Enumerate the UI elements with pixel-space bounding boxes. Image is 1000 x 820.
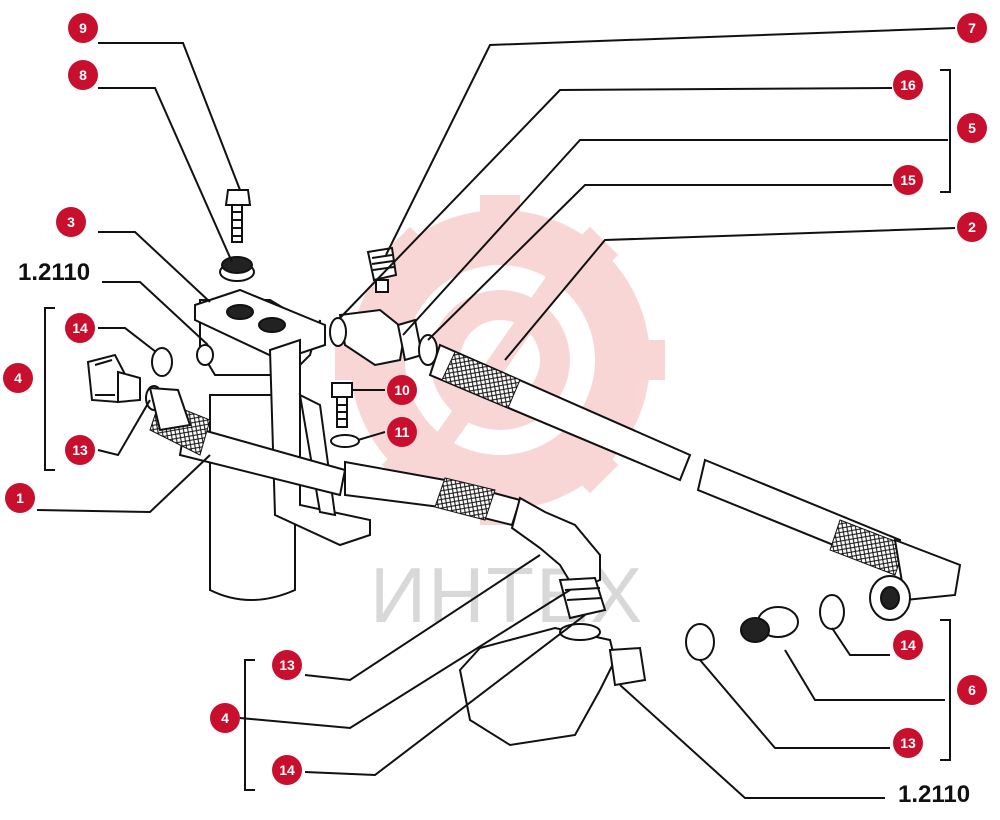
callout-14-right: 14 <box>893 630 923 660</box>
svg-text:4: 4 <box>14 370 22 386</box>
svg-text:11: 11 <box>395 424 410 440</box>
callout-5: 5 <box>957 113 987 143</box>
bolt-10 <box>331 382 353 428</box>
callout-4-left: 4 <box>3 363 33 393</box>
callout-13-bottom: 13 <box>272 650 302 680</box>
svg-text:7: 7 <box>968 20 976 36</box>
bolt-9 <box>224 189 252 243</box>
callout-6: 6 <box>957 675 987 705</box>
hose-2 <box>428 343 962 621</box>
leader-lines <box>36 27 956 799</box>
svg-text:14: 14 <box>279 762 295 778</box>
svg-text:13: 13 <box>72 442 88 458</box>
fitting-left-4 <box>86 347 192 432</box>
callout-11: 11 <box>387 417 417 447</box>
svg-text:6: 6 <box>968 682 976 698</box>
svg-text:8: 8 <box>79 67 87 83</box>
top-elbow-fitting <box>329 308 438 367</box>
svg-text:2: 2 <box>968 219 976 235</box>
svg-text:3: 3 <box>67 214 75 230</box>
svg-text:9: 9 <box>79 20 87 36</box>
svg-text:1: 1 <box>16 490 24 506</box>
callout-14-left: 14 <box>65 313 95 343</box>
ref-label-top-left: 1.2110 <box>18 259 90 286</box>
callout-3: 3 <box>56 207 86 237</box>
svg-text:15: 15 <box>900 172 916 188</box>
callout-15: 15 <box>893 165 923 195</box>
fitting-right-6 <box>740 606 799 643</box>
callout-1: 1 <box>5 483 35 513</box>
ref-label-bottom-right: 1.2110 <box>898 781 970 808</box>
callout-13-right: 13 <box>893 728 923 758</box>
sensor-7 <box>366 246 398 293</box>
svg-text:14: 14 <box>900 637 916 653</box>
callout-9: 9 <box>68 13 98 43</box>
svg-text:10: 10 <box>394 382 410 398</box>
callout-16: 16 <box>893 70 923 100</box>
svg-text:16: 16 <box>900 77 916 93</box>
svg-text:14: 14 <box>72 320 88 336</box>
svg-text:5: 5 <box>968 120 976 136</box>
oring-right-14 <box>819 594 845 630</box>
callout-14-bottom: 14 <box>272 755 302 785</box>
pump-unit-bottom <box>458 623 647 747</box>
callout-7: 7 <box>957 13 987 43</box>
oring-right-13 <box>685 623 715 661</box>
callout-4-bottom: 4 <box>210 703 240 733</box>
svg-text:13: 13 <box>279 657 295 673</box>
callout-8: 8 <box>68 60 98 90</box>
washer-11 <box>330 434 360 448</box>
elbow-fitting-middle <box>510 496 607 620</box>
callout-10: 10 <box>387 375 417 405</box>
callout-2: 2 <box>957 212 987 242</box>
watermark-text: ИНТЕХ <box>370 551 644 639</box>
washer-8 <box>219 256 255 282</box>
callout-13-left: 13 <box>65 435 95 465</box>
svg-text:13: 13 <box>900 735 916 751</box>
svg-text:4: 4 <box>221 710 229 726</box>
